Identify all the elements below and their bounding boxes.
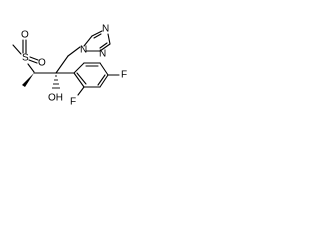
sulfonyl-o-bottom-label: O — [38, 58, 46, 69]
triazole-ring — [83, 30, 111, 52]
triazole-n4-label: N — [99, 49, 106, 60]
bond-s-o-bottom-2 — [28, 59, 38, 64]
fluoro-ortho-label: F — [70, 97, 76, 108]
hash-cq-oh — [52, 75, 60, 89]
molecule-structure: O S O OH F F N N N — [12, 24, 127, 108]
bond-s-o-bottom-1 — [29, 56, 39, 61]
bond-s-methyl — [12, 44, 22, 55]
triazole-n1-label: N — [80, 45, 87, 56]
sulfonyl-o-top-label: O — [21, 30, 29, 41]
sulfonyl-s-label: S — [22, 53, 29, 64]
wedge-ch-methyl — [22, 73, 34, 87]
bond-aryl-f-ortho — [77, 86, 85, 96]
bond-cq-ch2 — [55, 55, 69, 74]
triazole-n2-label: N — [102, 24, 109, 35]
benzene-ring — [73, 62, 109, 88]
bond-s-ch — [27, 63, 35, 73]
hydroxyl-label: OH — [48, 93, 63, 104]
bond-ch2-n — [67, 46, 81, 57]
fluoro-para-label: F — [121, 70, 127, 81]
